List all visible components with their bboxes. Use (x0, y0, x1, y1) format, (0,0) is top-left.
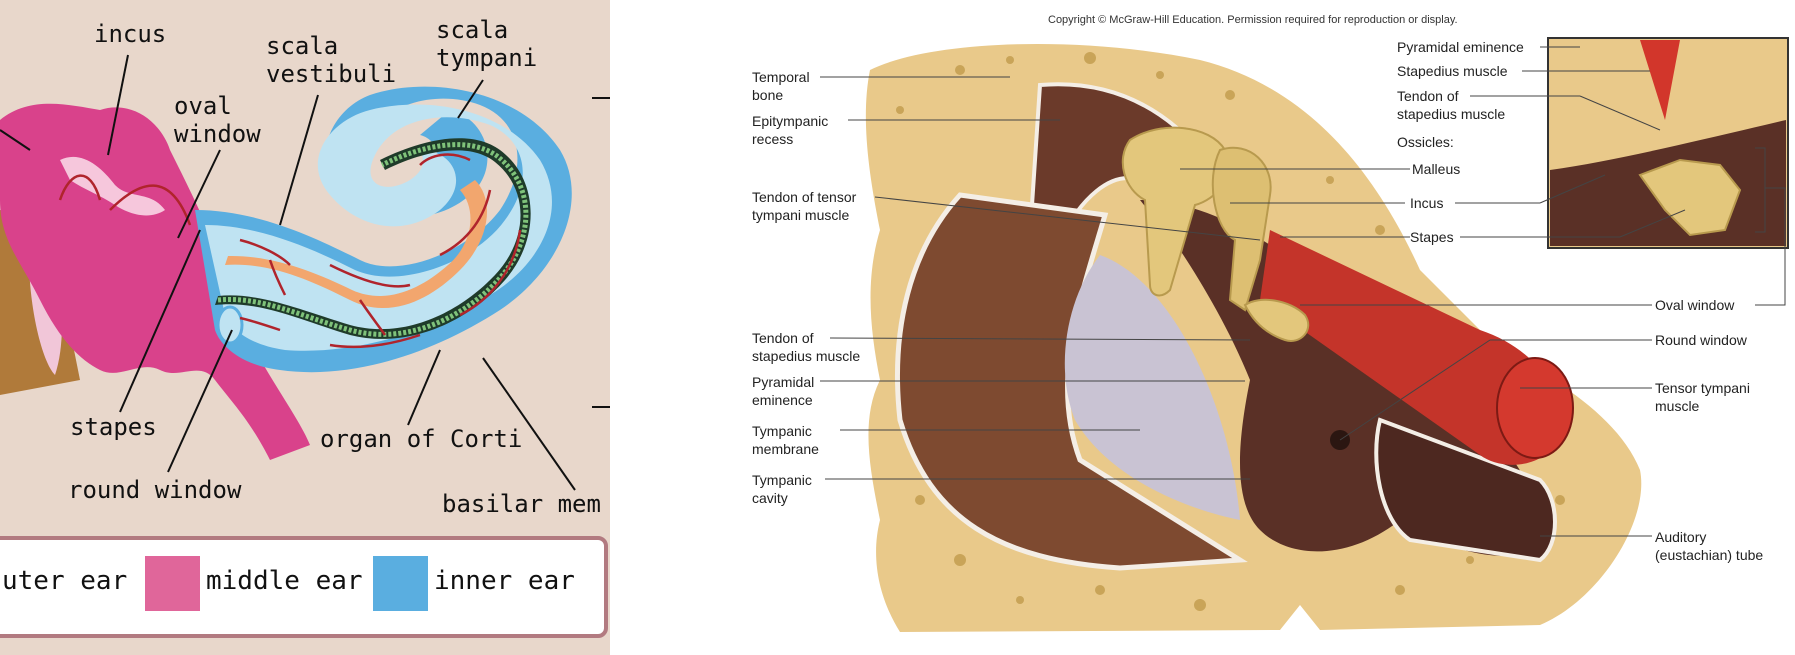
left-leader-lines (0, 54, 610, 491)
leader-basilar-membrane (482, 357, 576, 491)
leader-scala-vestibuli (279, 94, 319, 226)
leader-scala-tympani (457, 79, 484, 119)
incus (1211, 146, 1272, 312)
label-round-window: round window (68, 476, 242, 504)
auditory-tube (1374, 417, 1557, 563)
flow-arrow (268, 259, 287, 296)
bone-pore (955, 65, 965, 75)
bone-pore (915, 495, 925, 505)
leader-incus-inset-joint (1539, 174, 1606, 204)
bone-pore (1194, 599, 1206, 611)
label-stapes: Stapes (1410, 229, 1454, 245)
label-pyramidal-eminence-right: Pyramidal eminence (1397, 39, 1524, 55)
legend-label-middle-ear: middle ear (206, 566, 363, 596)
label-round-window: Round window (1655, 332, 1747, 348)
middle-ear-cavity (0, 103, 310, 460)
label-stapedius-muscle: Stapedius muscle (1397, 63, 1508, 79)
label-tympanic-cavity: Tympanic cavity (752, 472, 812, 506)
label-temporal-bone: Temporal bone (752, 69, 810, 103)
bone-pore (1395, 585, 1405, 595)
legend-swatch-inner-ear (373, 556, 428, 611)
inset-stapedius (1640, 40, 1680, 120)
label-tendon-stapedius-left: Tendon of stapedius muscle (752, 330, 861, 364)
label-auditory-tube: Auditory (eustachian) tube (1655, 529, 1764, 563)
legend-box (0, 536, 608, 638)
organ-of-corti-band (217, 142, 529, 337)
tympanic-membrane-disc (1064, 255, 1240, 520)
flow-arrow (329, 333, 421, 349)
label-stapes: stapes (70, 413, 157, 441)
leader-stapes (119, 229, 201, 413)
label-oval-window: oval window (174, 92, 261, 148)
copyright-notice: Copyright © McGraw-Hill Education. Permi… (1048, 14, 1458, 26)
leader-oval-window (177, 149, 221, 239)
leader-tendon-stapedius-left (829, 337, 1251, 341)
leader-tendon-stapedius-inset (1579, 95, 1661, 131)
ossicles-bracket (1755, 147, 1766, 233)
label-ossicles: Ossicles: (1397, 134, 1454, 150)
round-window-membrane (216, 305, 244, 345)
flow-arrow (329, 263, 411, 288)
leader-incus (107, 54, 129, 156)
bone-pores (896, 52, 1565, 611)
oval-window-bracket (1755, 187, 1786, 306)
bone-pore (1375, 225, 1385, 235)
label-tympanic-membrane: Tympanic membrane (752, 423, 819, 457)
label-basilar-membrane: basilar mem (442, 490, 601, 518)
leader-round-window (167, 329, 233, 473)
fluid-flow-arrows (58, 153, 522, 349)
middle-ear-highlight (60, 156, 165, 216)
bone-pore (1084, 52, 1096, 64)
label-scala-vestibuli: scala vestibuli (266, 32, 397, 88)
label-malleus: Malleus (1412, 161, 1461, 177)
legend-label-outer-ear: uter ear (2, 566, 128, 596)
flow-arrow (58, 174, 102, 201)
flow-arrow (459, 229, 522, 317)
bone-pore (1555, 495, 1565, 505)
tensor-tympani-muscle (1260, 230, 1562, 465)
label-epitympanic-recess: Epitympanic recess (752, 113, 829, 147)
bone-pore (1095, 585, 1105, 595)
label-tendon-stapedius-right: Tendon of stapedius muscle (1397, 88, 1506, 122)
bone-pore (1006, 56, 1014, 64)
leader-organ-of-corti (407, 349, 441, 426)
label-pyramidal-eminence-left: Pyramidal eminence (752, 374, 815, 408)
flow-arrow (439, 189, 492, 257)
bone-pore (1016, 596, 1024, 604)
right-leader-lines (820, 46, 1786, 537)
inset-stapes (1638, 158, 1742, 237)
bone-pore (1225, 90, 1235, 100)
bone-pore (1466, 556, 1474, 564)
bone-pore (896, 106, 904, 114)
flow-arrow (419, 153, 471, 166)
legend-label-inner-ear: inner ear (434, 566, 575, 596)
bone-pore (1326, 176, 1334, 184)
flow-arrow (239, 316, 281, 332)
cochlea-fluid (205, 104, 552, 351)
leader-round-window (1339, 339, 1491, 441)
label-tensor-tympani: Tensor tympani muscle (1655, 380, 1750, 414)
flow-arrow (239, 238, 291, 266)
label-organ-of-corti: organ of Corti (320, 425, 523, 453)
label-incus: Incus (1410, 195, 1444, 211)
flow-arrow (358, 299, 387, 336)
flow-arrow (109, 184, 192, 226)
label-incus: incus (94, 20, 167, 48)
leader-tendon-tensor-tympani (874, 196, 1261, 241)
stapes (1243, 298, 1310, 342)
bone-pore (1156, 71, 1164, 79)
label-oval-window: Oval window (1655, 297, 1735, 313)
malleus (1121, 126, 1231, 297)
bone-pore (954, 554, 966, 566)
leader-stapes-inset-joint (1619, 209, 1686, 238)
leader-stub (0, 129, 31, 151)
legend-swatch-middle-ear (145, 556, 200, 611)
label-tendon-tensor-tympani: Tendon of tensor tympani muscle (752, 189, 857, 223)
label-scala-tympani: scala tympani (436, 16, 538, 72)
tensor-tympani-cross-section (1496, 357, 1574, 459)
